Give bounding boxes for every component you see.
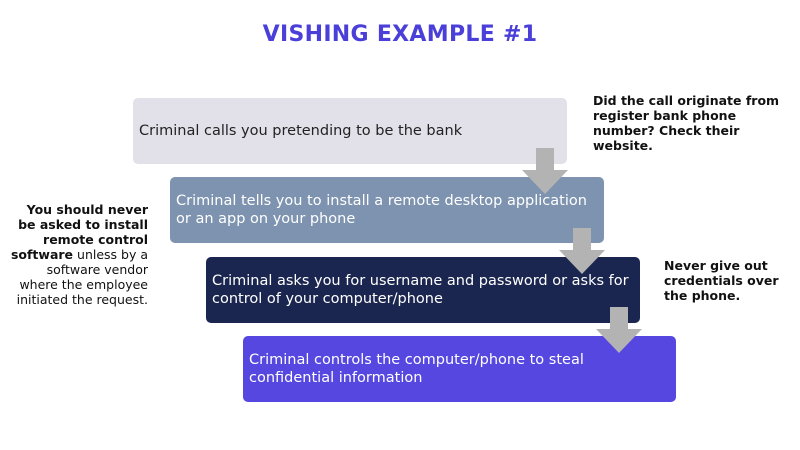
down-arrow-icon [596,307,642,353]
process-step-1: Criminal calls you pretending to be the … [133,98,567,164]
diagram-title: VISHING EXAMPLE #1 [262,22,538,47]
process-step-3-text: Criminal asks you for username and passw… [212,273,629,307]
remote-control-warning-rest: unless by a software vendor where the em… [16,247,148,307]
down-arrow-icon [522,148,568,194]
remote-control-warning-bold: You should never be asked to install rem… [10,202,148,262]
process-step-4: Criminal controls the computer/phone to … [243,336,676,402]
process-step-1-text: Criminal calls you pretending to be the … [139,123,463,139]
process-step-2: Criminal tells you to install a remote d… [170,177,604,243]
credentials-tip: Never give out credentials over the phon… [664,258,779,303]
call-origin-tip: Did the call originate from register ban… [593,93,780,153]
process-step-4-text: Criminal controls the computer/phone to … [249,352,584,386]
remote-control-warning: You should never be asked to install rem… [6,202,148,307]
process-step-3: Criminal asks you for username and passw… [206,257,640,323]
down-arrow-icon [559,228,605,274]
process-step-2-text: Criminal tells you to install a remote d… [176,193,587,227]
